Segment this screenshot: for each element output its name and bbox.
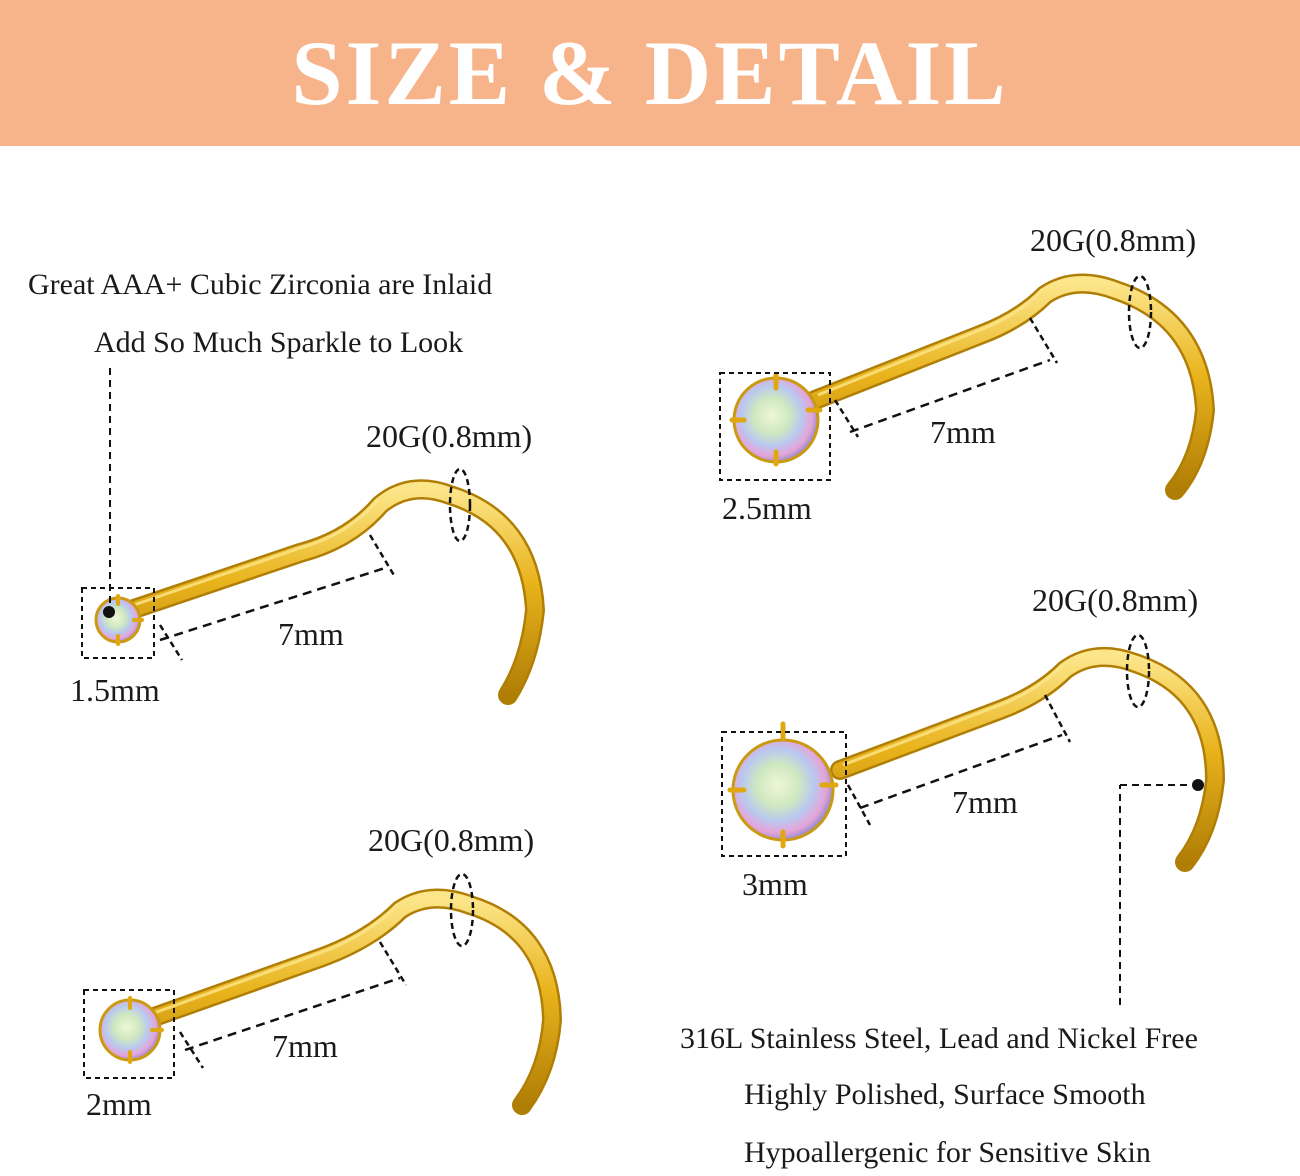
header-banner: SIZE & DETAIL xyxy=(0,0,1300,146)
stud-2-length-label: 7mm xyxy=(272,1028,338,1064)
stud-2-gauge-label: 20G(0.8mm) xyxy=(368,822,535,858)
stud-1-length-label: 7mm xyxy=(278,616,344,652)
stud-4-wire xyxy=(830,646,1226,872)
steel-callout-line-2: Highly Polished, Surface Smooth xyxy=(744,1078,1146,1111)
stud-4-gem xyxy=(731,738,835,842)
stud-4-length-label: 7mm xyxy=(952,784,1018,820)
stud-1-stone-label: 1.5mm xyxy=(70,672,160,708)
stud-2 xyxy=(83,872,563,1115)
page-title: SIZE & DETAIL xyxy=(291,22,1009,124)
stud-3-stone-label: 2.5mm xyxy=(722,490,812,526)
stud-1-gauge-label: 20G(0.8mm) xyxy=(366,418,533,454)
steel-callout-line-3: Hypoallergenic for Sensitive Skin xyxy=(744,1136,1151,1169)
zirconia-callout-line-2: Add So Much Sparkle to Look xyxy=(94,326,464,359)
stud-3-gem xyxy=(732,376,820,464)
zirconia-callout-line-1: Great AAA+ Cubic Zirconia are Inlaid xyxy=(28,268,493,301)
stud-4-stone-label: 3mm xyxy=(742,866,808,902)
stud-2-stone-label: 2mm xyxy=(86,1086,152,1122)
stud-3-gauge-label: 20G(0.8mm) xyxy=(1030,222,1197,258)
stud-4-gauge-label: 20G(0.8mm) xyxy=(1032,582,1199,618)
steel-callout-line-1: 316L Stainless Steel, Lead and Nickel Fr… xyxy=(680,1022,1198,1055)
stud-1 xyxy=(81,467,546,705)
stud-3 xyxy=(719,273,1216,500)
stud-3-length-label: 7mm xyxy=(930,414,996,450)
stud-4 xyxy=(721,633,1226,872)
